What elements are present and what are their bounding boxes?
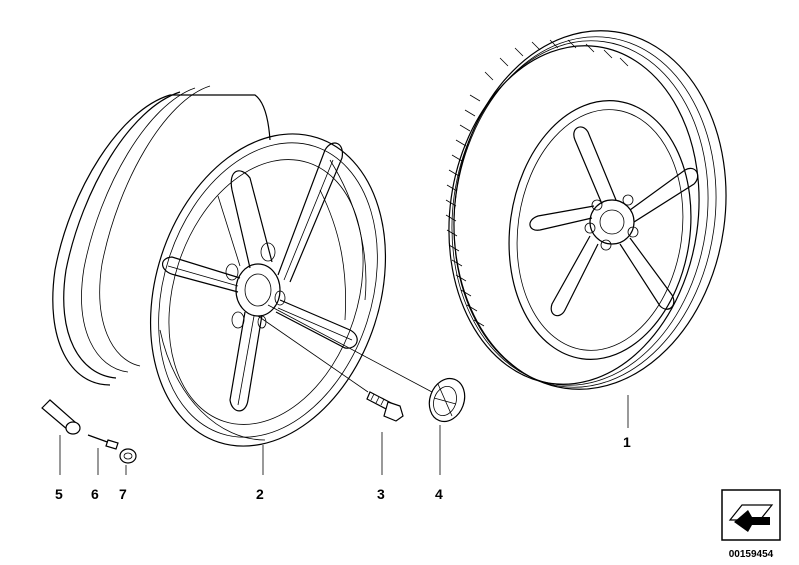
document-number: 00159454 [729, 549, 774, 560]
document-stamp: 00159454 [721, 489, 781, 560]
callout-rim: 2 [256, 486, 264, 502]
tread-pattern [445, 39, 629, 327]
valve-insert-drawing [87, 434, 119, 450]
valve-cap-drawing [119, 448, 137, 464]
complete-wheel-drawing [445, 30, 727, 390]
callout-valve-insert: 6 [91, 486, 99, 502]
wheel-bolt-drawing [366, 391, 404, 422]
rim-drawing [52, 85, 387, 447]
hub-cap-drawing [428, 377, 466, 423]
arrow-icon [734, 510, 770, 532]
callout-valve: 5 [55, 486, 63, 502]
callout-complete-wheel: 1 [623, 434, 631, 450]
callout-valve-cap: 7 [119, 486, 127, 502]
callout-bolt: 3 [377, 486, 385, 502]
valve-drawing [41, 399, 81, 435]
callout-hub-cap: 4 [435, 486, 443, 502]
leader-lines [59, 304, 629, 475]
